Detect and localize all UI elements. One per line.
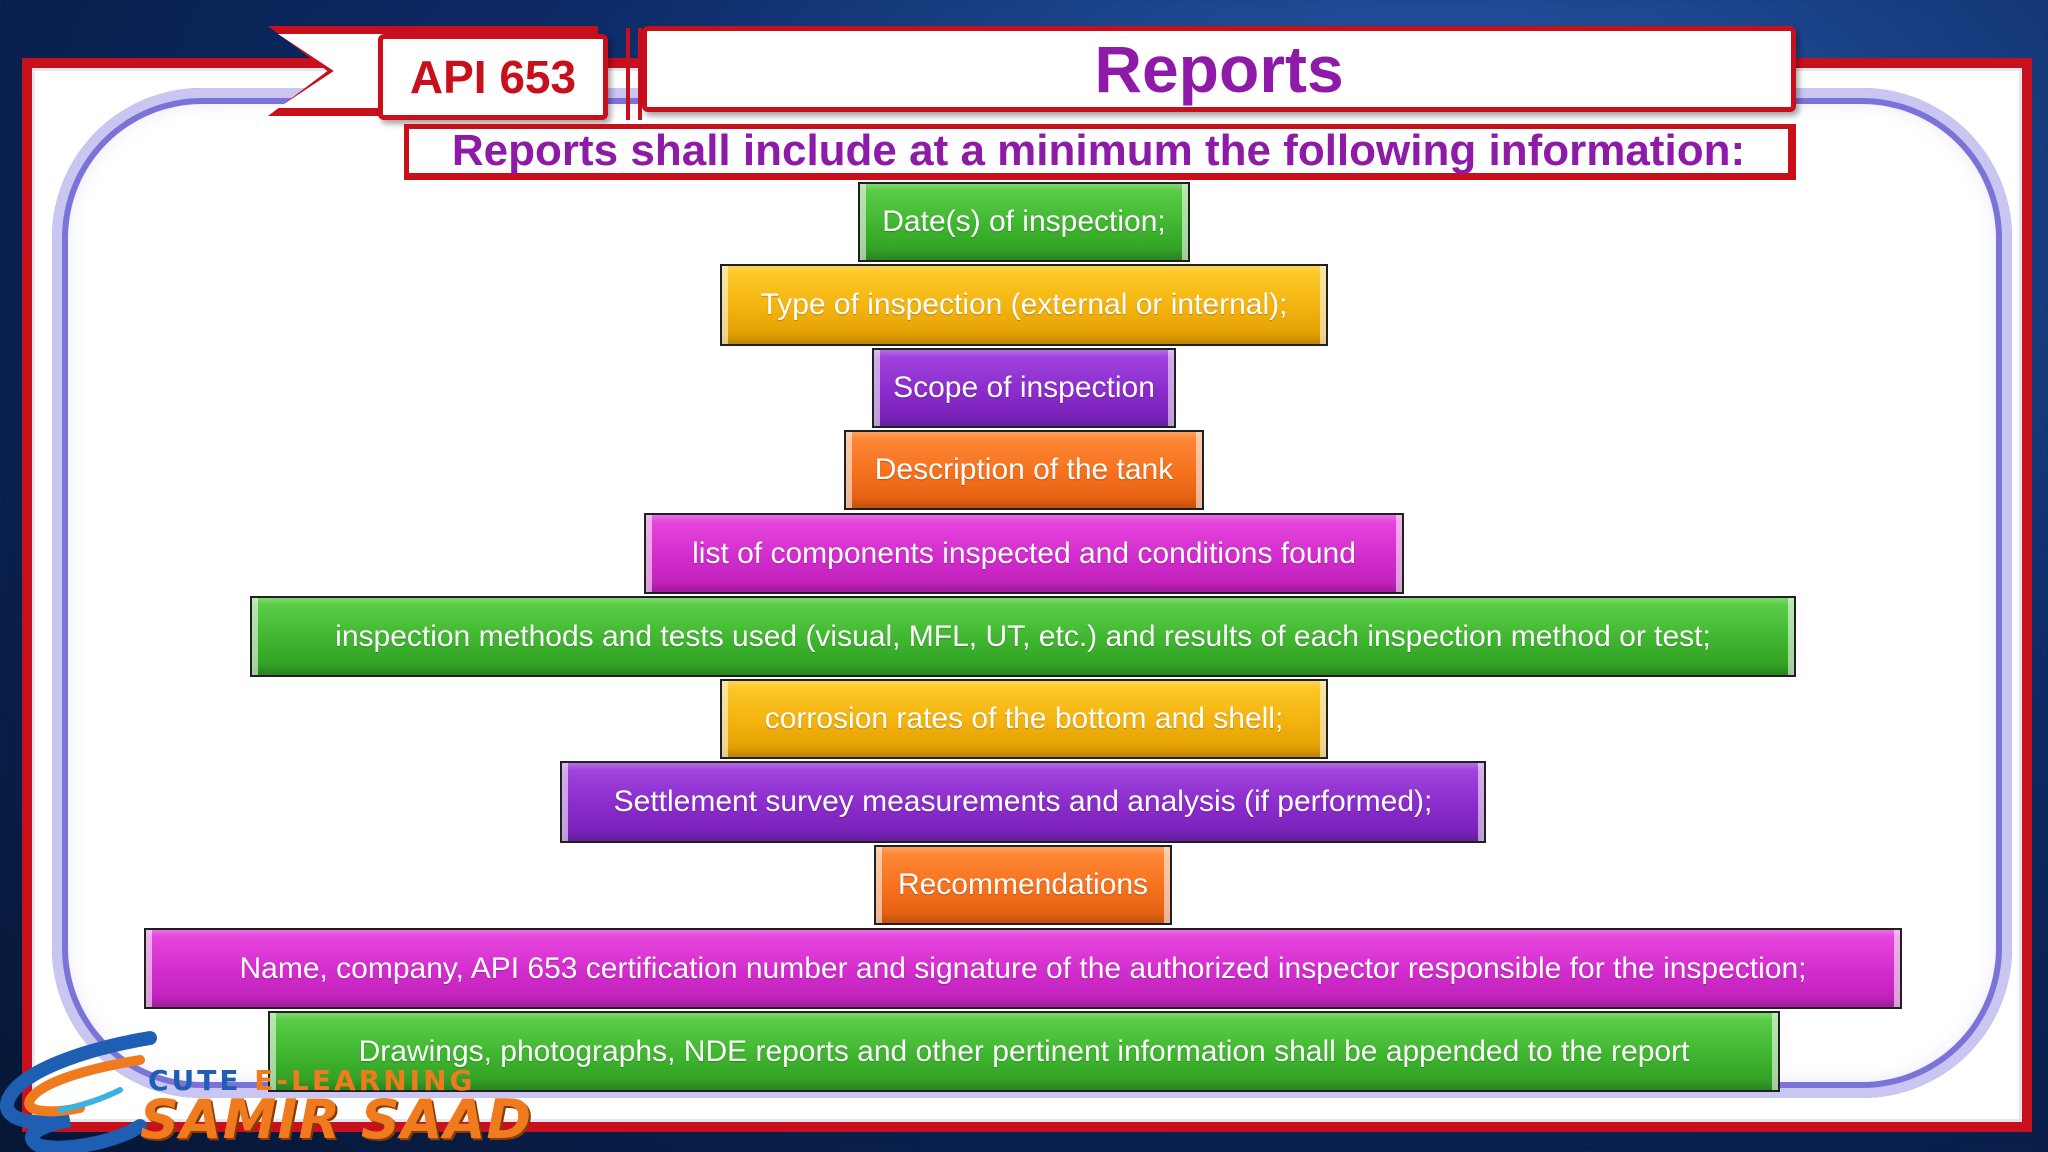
- report-item-components: list of components inspected and conditi…: [644, 513, 1404, 594]
- api-653-badge: API 653: [378, 34, 608, 120]
- logo-tagline: CUTE E-LEARNING: [148, 1064, 476, 1097]
- report-item-settlement: Settlement survey measurements and analy…: [560, 761, 1486, 843]
- report-item-recommendations: Recommendations: [874, 845, 1172, 925]
- report-item-drawings: Drawings, photographs, NDE reports and o…: [268, 1011, 1780, 1092]
- slide-subtitle: Reports shall include at a minimum the f…: [404, 124, 1796, 180]
- slide-title: Reports: [642, 26, 1796, 112]
- report-item-description: Description of the tank: [844, 430, 1204, 510]
- report-item-methods: inspection methods and tests used (visua…: [250, 596, 1796, 677]
- report-item-corrosion: corrosion rates of the bottom and shell;: [720, 679, 1328, 759]
- logo-name: SAMIR SAAD: [140, 1088, 533, 1151]
- samir-saad-logo: CUTE E-LEARNING SAMIR SAAD: [0, 1030, 531, 1152]
- report-item-type: Type of inspection (external or internal…: [720, 264, 1328, 346]
- report-item-date: Date(s) of inspection;: [858, 182, 1190, 262]
- logo-swoosh-icon: [0, 1031, 157, 1152]
- header-divider: [626, 28, 642, 120]
- report-item-inspector: Name, company, API 653 certification num…: [144, 928, 1902, 1009]
- report-item-scope: Scope of inspection: [872, 348, 1176, 428]
